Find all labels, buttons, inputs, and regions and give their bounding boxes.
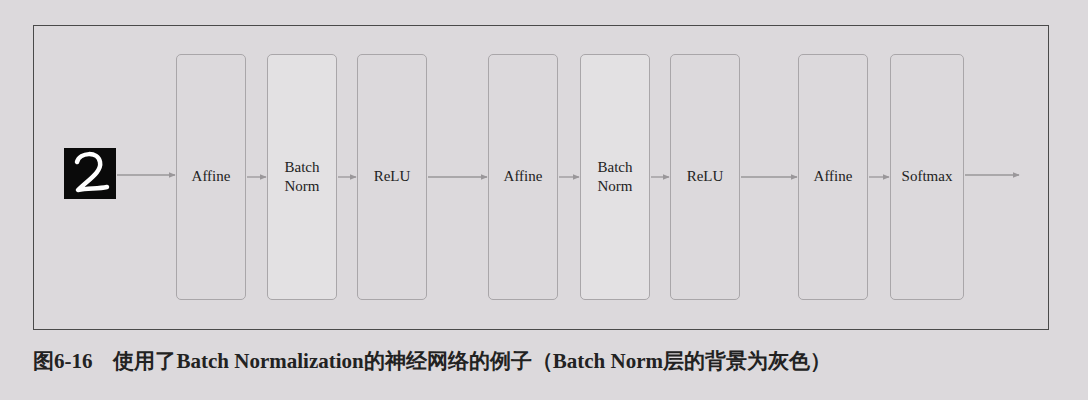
flow-arrow	[247, 176, 266, 177]
layer-label: Affine	[814, 167, 853, 187]
output-arrow	[965, 174, 1019, 175]
digit-image	[64, 148, 116, 199]
layer-label: Batch Norm	[586, 158, 644, 197]
flow-arrow	[338, 176, 356, 177]
layer-box: Affine	[488, 54, 558, 300]
figure-caption: 图6-16 使用了Batch Normalization的神经网络的例子（Bat…	[33, 347, 831, 375]
layer-box: Affine	[798, 54, 868, 300]
digit-stroke	[77, 154, 107, 190]
layer-box: Batch Norm	[580, 54, 650, 300]
layer-box: Affine	[176, 54, 246, 300]
input-arrow	[117, 174, 175, 175]
layer-label: Batch Norm	[273, 158, 331, 197]
layer-label: Affine	[192, 167, 231, 187]
layer-box: ReLU	[670, 54, 740, 300]
layer-label: Softmax	[902, 167, 953, 187]
layer-box: Batch Norm	[267, 54, 337, 300]
flow-arrow	[559, 176, 579, 177]
flow-arrow	[869, 176, 889, 177]
layer-label: ReLU	[374, 167, 411, 187]
layer-box: ReLU	[357, 54, 427, 300]
flow-arrow	[651, 176, 669, 177]
layer-label: Affine	[504, 167, 543, 187]
flow-arrow	[741, 176, 797, 177]
layer-label: ReLU	[687, 167, 724, 187]
flow-arrow	[428, 176, 487, 177]
layer-box: Softmax	[890, 54, 964, 300]
